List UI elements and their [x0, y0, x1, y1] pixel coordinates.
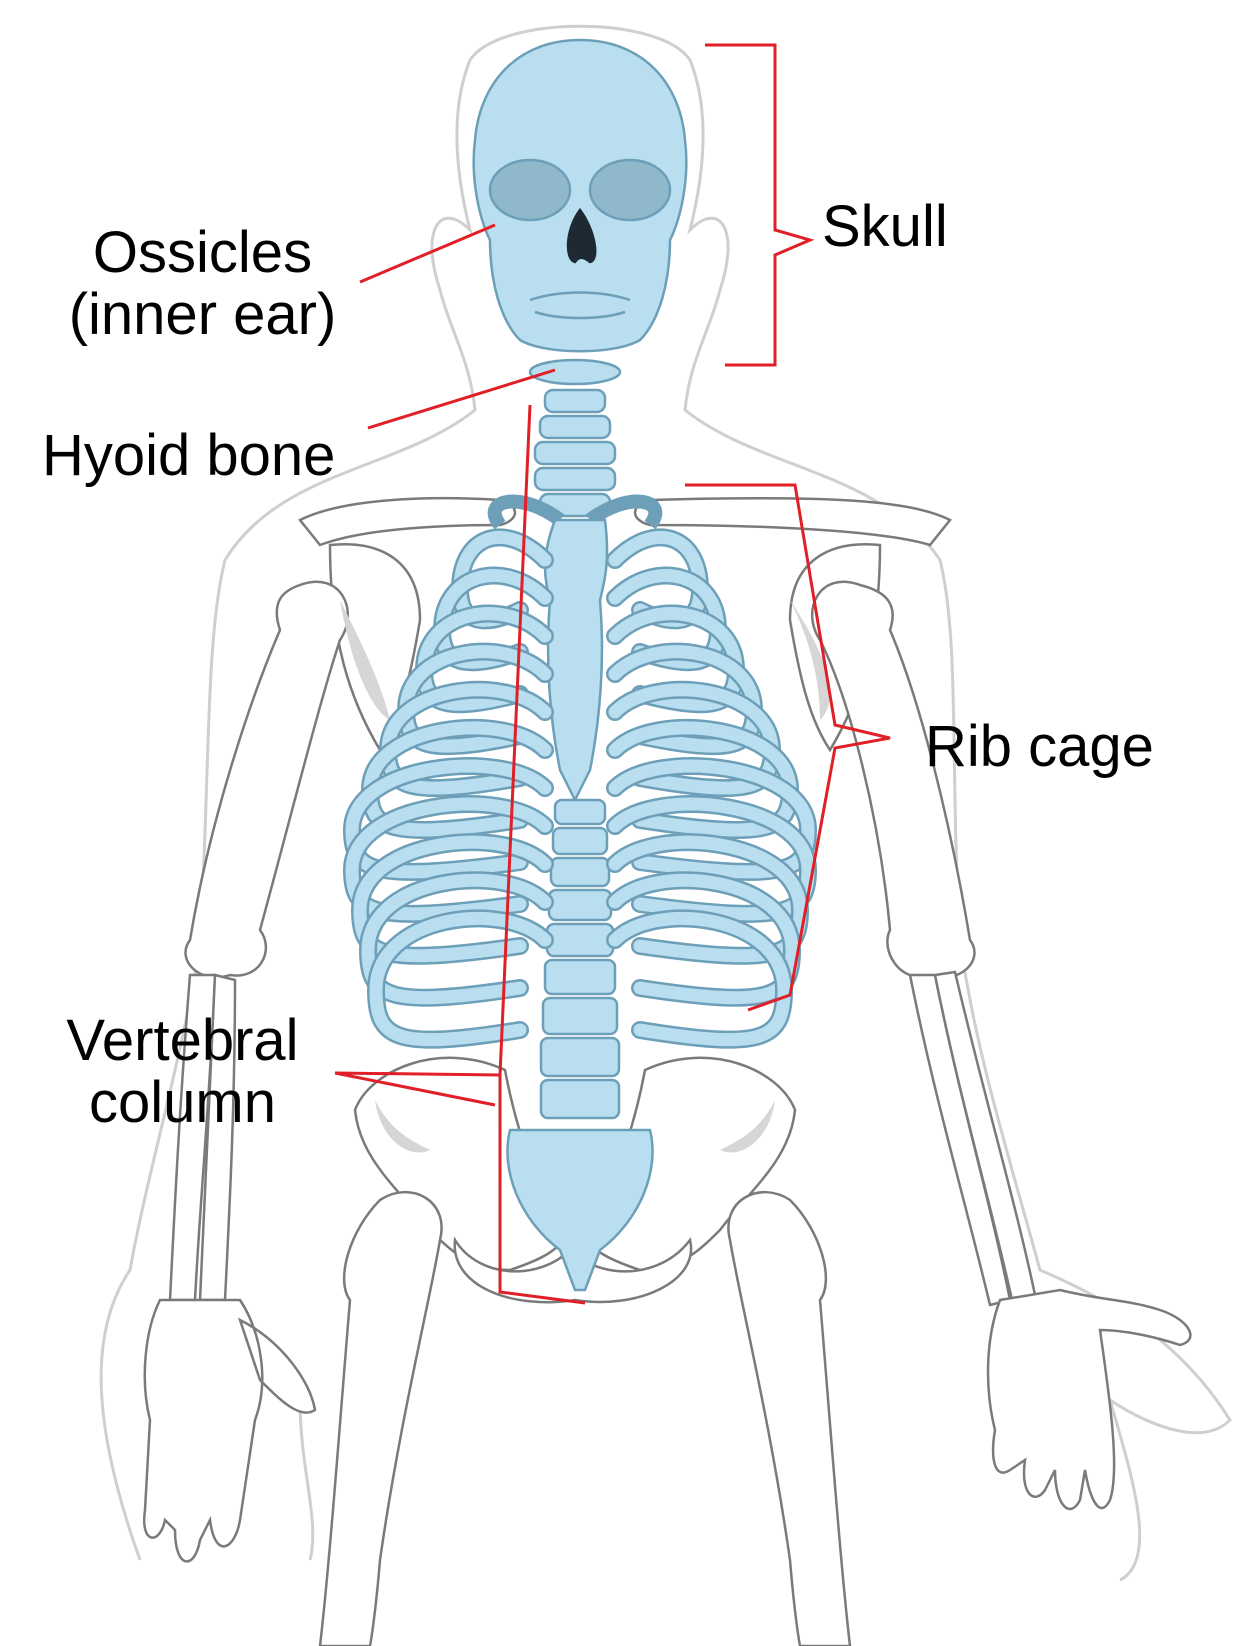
vertebral-bracket — [334, 404, 586, 1305]
left-humerus — [184, 580, 350, 979]
rib — [608, 835, 807, 963]
body-silhouette — [99, 24, 1232, 1582]
rib — [608, 873, 799, 1005]
rib — [353, 835, 552, 963]
sacrum — [506, 1128, 654, 1292]
left-femur — [318, 1190, 443, 1646]
left-hand — [142, 1298, 317, 1563]
rib-cage-bracket — [685, 483, 891, 1012]
label-vertebral-line2: column — [89, 1070, 276, 1135]
hyoid-leader — [367, 368, 556, 430]
label-skull: Skull — [822, 194, 948, 259]
label-ossicles-line1: Ossicles — [92, 220, 313, 285]
axial-skeleton — [472, 38, 688, 1292]
nasal-cavity — [566, 207, 597, 264]
label-vertebral-line1: Vertebral — [66, 1008, 299, 1073]
rib — [608, 911, 791, 1047]
rib-cage-group — [342, 528, 818, 1049]
leader-lines — [334, 43, 891, 1305]
label-hyoid-bone: Hyoid bone — [42, 423, 336, 488]
label-ossicles: Ossicles (inner ear) — [40, 222, 365, 346]
label-rib-cage: Rib cage — [925, 714, 1154, 779]
rib — [608, 797, 815, 921]
shadows — [340, 600, 830, 1153]
appendicular-skeleton — [142, 496, 1192, 1646]
rib — [361, 873, 552, 1005]
ossicles-leader — [359, 223, 496, 284]
right-clavicle — [633, 496, 952, 547]
cervical-vertebrae — [533, 388, 617, 518]
skull-bracket — [705, 43, 815, 367]
right-femur — [727, 1190, 852, 1646]
rib — [345, 797, 552, 921]
lower-vertebrae — [539, 798, 621, 1120]
right-hand — [986, 1288, 1192, 1511]
rib — [608, 759, 815, 879]
label-vertebral-column: Vertebral column — [40, 1010, 325, 1134]
rib — [369, 911, 552, 1047]
label-ossicles-line2: (inner ear) — [68, 282, 337, 347]
rib — [345, 759, 552, 879]
skull — [472, 38, 688, 353]
sternum — [543, 518, 609, 803]
left-clavicle — [298, 496, 517, 547]
hyoid-bone-shape — [528, 358, 622, 386]
